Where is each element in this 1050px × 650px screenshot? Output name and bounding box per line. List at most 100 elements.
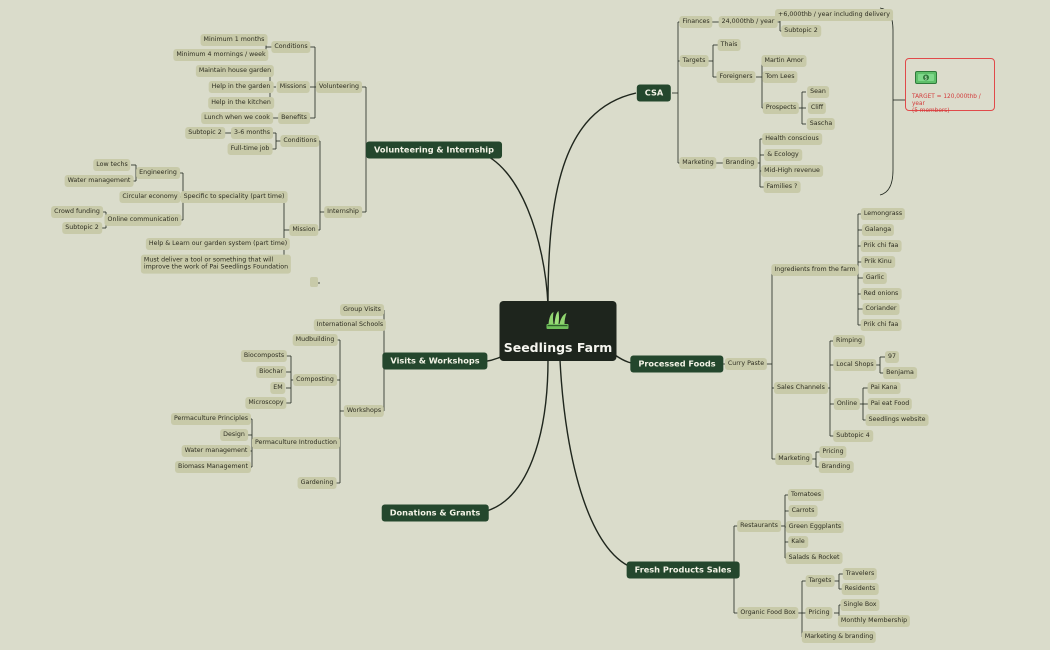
topic-internship[interactable]: Internship (324, 206, 362, 218)
topic-branding[interactable]: Branding (722, 157, 758, 169)
topic-subtopic-4[interactable]: Subtopic 4 (833, 430, 873, 442)
topic-gardening[interactable]: Gardening (297, 477, 337, 489)
topic-full-time-job[interactable]: Full-time job (227, 143, 273, 155)
topic-workshops[interactable]: Workshops (343, 405, 385, 417)
topic-martin-amor[interactable]: Martin Amor (761, 55, 807, 67)
topic-microscopy[interactable]: Microscopy (245, 397, 287, 409)
topic-sascha[interactable]: Sascha (806, 118, 836, 130)
main-node-donations-grants[interactable]: Donations & Grants (381, 504, 489, 522)
topic-marketing-branding[interactable]: Marketing & branding (801, 631, 877, 643)
topic-min-4-mornings[interactable]: Minimum 4 mornings / week (173, 49, 269, 61)
topic-crowd-funding[interactable]: Crowd funding (51, 206, 103, 218)
topic-group-visits[interactable]: Group Visits (340, 304, 384, 316)
topic-int-subtopic[interactable]: Subtopic 2 (185, 127, 225, 139)
topic-health-conscious[interactable]: Health conscious (762, 133, 822, 145)
topic-design[interactable]: Design (220, 429, 248, 441)
topic-finance-delivery[interactable]: +6,000thb / year including delivery (775, 9, 893, 21)
topic-online-communication[interactable]: Online communication (104, 214, 182, 226)
topic-prospects[interactable]: Prospects (762, 102, 800, 114)
topic-help-in-kitchen[interactable]: Help in the kitchen (208, 97, 274, 109)
topic-lunch[interactable]: Lunch when we cook (201, 112, 273, 124)
topic-specific-speciality[interactable]: Specific to speciality (part time) (180, 191, 288, 203)
topic-international-schools[interactable]: International Schools (313, 319, 387, 331)
topic-biomass-management[interactable]: Biomass Management (175, 461, 251, 473)
topic-finance-subtopic[interactable]: Subtopic 2 (781, 25, 821, 37)
topic-prik-chi-faa-2[interactable]: Prik chi faa (860, 319, 902, 331)
topic-em[interactable]: EM (270, 382, 286, 394)
topic-travelers[interactable]: Travelers (842, 568, 878, 580)
topic-monthly-membership[interactable]: Monthly Membership (837, 615, 911, 627)
topic-finance-amount[interactable]: 24,000thb / year (718, 16, 778, 28)
main-node-volunteering-internship[interactable]: Volunteering & Internship (366, 141, 502, 159)
topic-min-1-month[interactable]: Minimum 1 months (200, 34, 268, 46)
topic-vol-missions[interactable]: Missions (276, 81, 310, 93)
topic-fb-pricing[interactable]: Pricing (805, 607, 833, 619)
topic-galanga[interactable]: Galanga (861, 224, 895, 236)
topic-restaurants[interactable]: Restaurants (737, 520, 781, 532)
topic-help-in-garden[interactable]: Help in the garden (208, 81, 274, 93)
topic-lemongrass[interactable]: Lemongrass (860, 208, 906, 220)
topic-biochar[interactable]: Biochar (256, 366, 286, 378)
topic-thais[interactable]: Thais (717, 39, 741, 51)
topic-mid-high-revenue[interactable]: Mid-High revenue (761, 165, 823, 177)
topic-pf-marketing[interactable]: Marketing (775, 453, 813, 465)
main-node-csa[interactable]: CSA (636, 84, 672, 102)
topic-ingredients[interactable]: Ingredients from the farm (771, 264, 859, 276)
topic-3-6-months[interactable]: 3-6 months (230, 127, 274, 139)
topic-green-eggplants[interactable]: Green Eggplants (785, 521, 845, 533)
topic-permaculture-introduction[interactable]: Permaculture Introduction (251, 437, 341, 449)
topic-water-management-eng[interactable]: Water management (64, 175, 134, 187)
topic-kale[interactable]: Kale (788, 536, 808, 548)
root-node-seedlings-farm[interactable]: Seedlings Farm (499, 301, 617, 361)
topic-biocomposts[interactable]: Biocomposts (240, 350, 288, 362)
topic-tomatoes[interactable]: Tomatoes (787, 489, 825, 501)
topic-residents[interactable]: Residents (841, 583, 879, 595)
topic-ecology[interactable]: & Ecology (764, 149, 802, 161)
topic-circular-economy[interactable]: Circular economy (119, 191, 181, 203)
topic-sean[interactable]: Sean (807, 86, 829, 98)
topic-branding-pf[interactable]: Branding (818, 461, 854, 473)
topic-curry-paste[interactable]: Curry Paste (724, 358, 768, 370)
topic-single-box[interactable]: Single Box (840, 599, 880, 611)
main-node-fresh-products-sales[interactable]: Fresh Products Sales (626, 561, 740, 579)
topic-seedlings-website[interactable]: Seedlings website (865, 414, 929, 426)
topic-prik-kinu[interactable]: Prik Kinu (861, 256, 895, 268)
topic-pai-kana[interactable]: Pai Kana (867, 382, 901, 394)
topic-composting[interactable]: Composting (293, 374, 337, 386)
topic-online[interactable]: Online (833, 398, 861, 410)
topic-volunteering[interactable]: Volunteering (316, 81, 362, 93)
topic-cliff[interactable]: Cliff (807, 102, 827, 114)
topic-foreigners[interactable]: Foreigners (716, 71, 756, 83)
topic-int-mission[interactable]: Mission (289, 224, 319, 236)
topic-garlic[interactable]: Garlic (862, 272, 888, 284)
main-node-processed-foods[interactable]: Processed Foods (630, 355, 724, 373)
topic-water-management-perma[interactable]: Water management (181, 445, 251, 457)
topic-mudbuilding[interactable]: Mudbuilding (292, 334, 338, 346)
topic-targets[interactable]: Targets (679, 55, 709, 67)
topic-help-learn-garden[interactable]: Help & Learn our garden system (part tim… (145, 238, 291, 250)
topic-shop-97[interactable]: 97 (884, 351, 900, 363)
topic-online-subtopic[interactable]: Subtopic 2 (62, 222, 102, 234)
topic-pai-eat-food[interactable]: Pai eat Food (867, 398, 913, 410)
topic-engineering[interactable]: Engineering (136, 167, 180, 179)
topic-low-techs[interactable]: Low techs (93, 159, 131, 171)
topic-sales-channels[interactable]: Sales Channels (774, 382, 828, 394)
empty-topic-placeholder[interactable] (310, 277, 318, 287)
topic-organic-food-box[interactable]: Organic Food Box (737, 607, 799, 619)
topic-finances[interactable]: Finances (679, 16, 713, 28)
topic-csa-marketing[interactable]: Marketing (679, 157, 717, 169)
topic-pricing-pf[interactable]: Pricing (819, 446, 847, 458)
topic-permaculture-principles[interactable]: Permaculture Principles (170, 413, 252, 425)
topic-families[interactable]: Families ? (763, 181, 801, 193)
topic-red-onions[interactable]: Red onions (860, 288, 902, 300)
topic-vol-conditions[interactable]: Conditions (271, 41, 311, 53)
topic-int-conditions[interactable]: Conditions (280, 135, 320, 147)
topic-prik-chi-faa[interactable]: Prik chi faa (860, 240, 902, 252)
topic-rimping[interactable]: Rimping (833, 335, 865, 347)
main-node-visits-workshops[interactable]: Visits & Workshops (382, 352, 488, 370)
topic-must-deliver-tool[interactable]: Must deliver a tool or something that wi… (140, 254, 292, 274)
topic-vol-benefits[interactable]: Benefits (278, 112, 310, 124)
topic-maintain-house-garden[interactable]: Maintain house garden (195, 65, 275, 77)
topic-benjama[interactable]: Benjama (883, 367, 917, 379)
